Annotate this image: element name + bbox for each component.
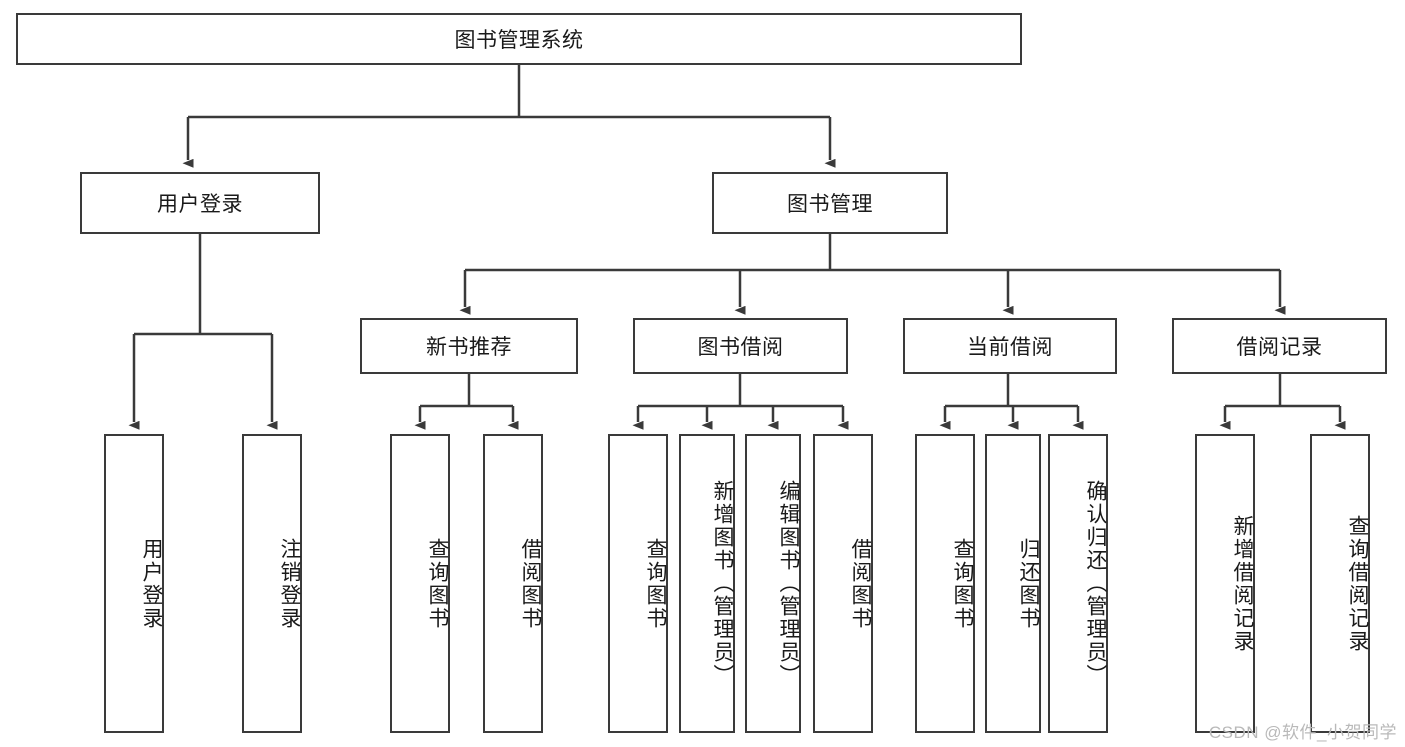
node-leaf-borrow-book-recommend[interactable]: 借阅图书 [483,434,543,733]
node-leaf-query-book-borrow[interactable]: 查询图书 [608,434,668,733]
node-user-login[interactable]: 用户登录 [80,172,320,234]
node-leaf-query-book-current[interactable]: 查询图书 [915,434,975,733]
node-leaf-edit-book-admin[interactable]: 编辑图书（管理员） [745,434,801,733]
node-new-book-recommend[interactable]: 新书推荐 [360,318,578,374]
node-leaf-confirm-return-admin[interactable]: 确认归还（管理员） [1048,434,1108,733]
node-current-borrow[interactable]: 当前借阅 [903,318,1117,374]
node-borrow-record[interactable]: 借阅记录 [1172,318,1387,374]
node-book-management[interactable]: 图书管理 [712,172,948,234]
node-root[interactable]: 图书管理系统 [16,13,1022,65]
node-leaf-user-login[interactable]: 用户登录 [104,434,164,733]
node-leaf-query-book-recommend[interactable]: 查询图书 [390,434,450,733]
node-book-borrow[interactable]: 图书借阅 [633,318,848,374]
csdn-watermark: CSDN @软件_小贺同学 [1208,723,1397,742]
node-leaf-borrow-book[interactable]: 借阅图书 [813,434,873,733]
node-leaf-add-book-admin[interactable]: 新增图书（管理员） [679,434,735,733]
node-leaf-add-borrow-record[interactable]: 新增借阅记录 [1195,434,1255,733]
node-leaf-logout[interactable]: 注销登录 [242,434,302,733]
node-leaf-return-book[interactable]: 归还图书 [985,434,1041,733]
node-leaf-query-borrow-record[interactable]: 查询借阅记录 [1310,434,1370,733]
